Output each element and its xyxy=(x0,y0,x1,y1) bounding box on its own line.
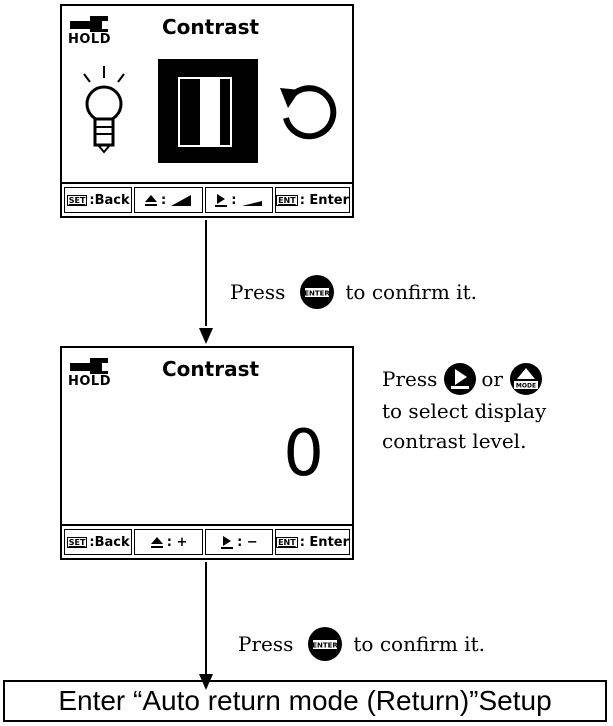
svg-text:MODE: MODE xyxy=(516,383,536,390)
right-arrow-icon xyxy=(215,194,228,207)
right-softkey[interactable]: : xyxy=(204,187,274,213)
wrench-icon xyxy=(70,16,108,32)
enter-softkey[interactable]: ENT : Enter xyxy=(275,529,351,555)
softkey-bar: SET :Back : : ENT : Enter xyxy=(62,182,352,216)
contrast-screen-value: HOLD Contrast 0 SET :Back : + : − ENT : … xyxy=(60,346,354,560)
flow-line xyxy=(205,562,207,674)
back-softkey[interactable]: SET :Back xyxy=(64,187,133,213)
enter-button-icon: ENTER xyxy=(308,627,343,661)
instruction-confirm-1: Press ENTER to confirm it. xyxy=(230,274,477,310)
softkey-bar: SET :Back : + : − ENT : Enter xyxy=(62,524,352,558)
wrench-icon xyxy=(70,358,108,374)
svg-text:ENTER: ENTER xyxy=(305,290,331,298)
hold-indicator: HOLD xyxy=(68,354,114,390)
up-softkey[interactable]: : xyxy=(134,187,203,213)
decrease-wedge-icon xyxy=(241,201,262,206)
flow-arrow-icon xyxy=(199,674,213,690)
up-arrow-icon xyxy=(144,195,157,206)
increase-wedge-icon xyxy=(171,195,192,206)
enter-button-icon: ENTER xyxy=(300,275,335,309)
flow-line xyxy=(205,220,207,326)
up-softkey[interactable]: : + xyxy=(134,529,203,555)
right-softkey[interactable]: : − xyxy=(204,529,274,555)
next-step-box: Enter “Auto return mode (Return)”Setup xyxy=(3,680,607,722)
right-arrow-icon xyxy=(221,536,234,549)
refresh-icon xyxy=(280,85,337,140)
contrast-icon[interactable] xyxy=(158,59,258,163)
screen-title: Contrast xyxy=(162,15,260,39)
side-line-3: contrast level. xyxy=(382,429,527,453)
screen-title: Contrast xyxy=(162,357,260,381)
contrast-screen-icons: HOLD Contrast SET :Back : : xyxy=(60,4,354,218)
contrast-value: 0 xyxy=(283,417,324,491)
mode-button-icon: MODE xyxy=(510,363,542,395)
hold-indicator: HOLD xyxy=(68,12,114,48)
hold-label: HOLD xyxy=(68,374,112,389)
instruction-confirm-2: Press ENTER to confirm it. xyxy=(238,626,485,662)
side-instruction: Press or MODE to select display contrast… xyxy=(382,362,547,456)
light-bulb-icon xyxy=(83,66,125,154)
hold-label: HOLD xyxy=(68,32,112,47)
back-softkey[interactable]: SET :Back xyxy=(64,529,133,555)
svg-text:ENTER: ENTER xyxy=(313,642,339,650)
enter-softkey[interactable]: ENT : Enter xyxy=(275,187,351,213)
side-line-2: to select display xyxy=(382,399,547,423)
up-arrow-icon xyxy=(150,537,163,548)
flow-arrow-icon xyxy=(199,328,213,344)
right-button-icon xyxy=(444,363,477,395)
